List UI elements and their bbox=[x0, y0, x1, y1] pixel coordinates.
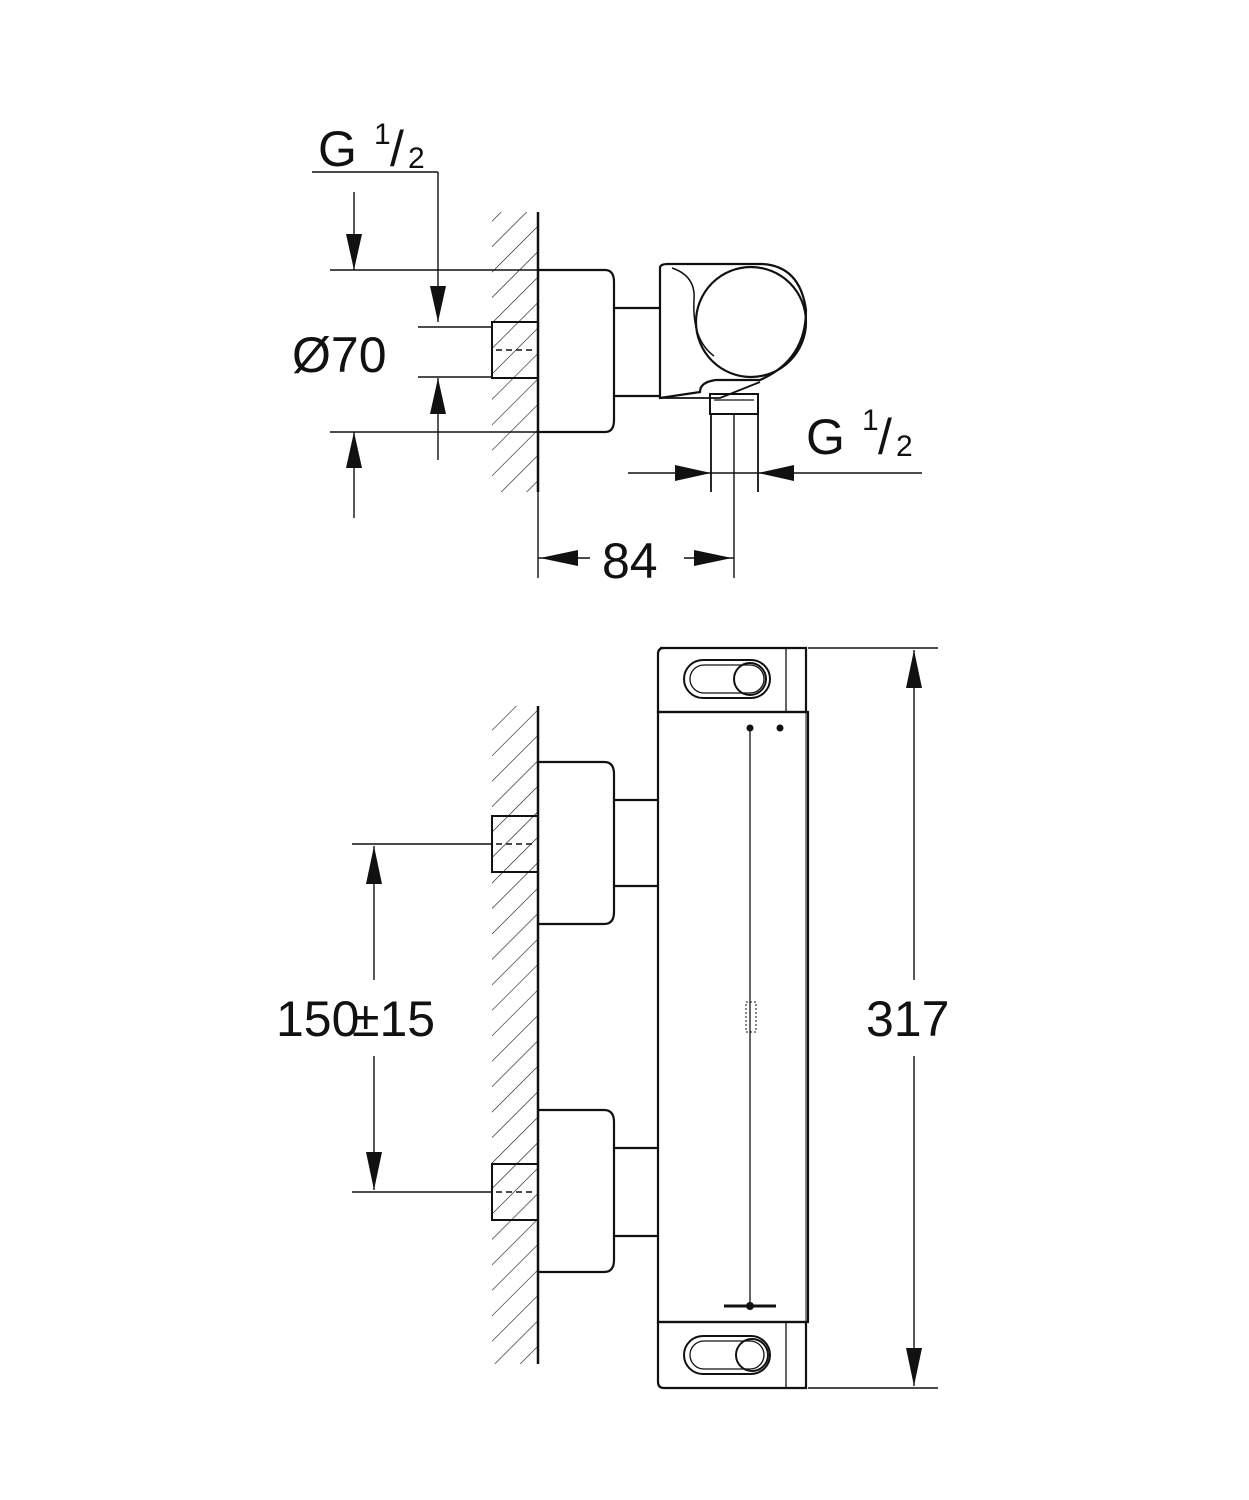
depth-arrow-right bbox=[694, 550, 732, 566]
g-right-slash: / bbox=[878, 409, 892, 465]
scale-dot-top-1 bbox=[746, 724, 754, 732]
thermostat-body bbox=[656, 710, 810, 1324]
depth-arrow-left bbox=[540, 550, 578, 566]
scale-dot-top-2 bbox=[776, 724, 784, 732]
top-handle-knob bbox=[733, 662, 767, 696]
bottom-handle-grip-inner bbox=[689, 1340, 765, 1370]
g-right-arrow-right bbox=[758, 465, 794, 481]
connecting-body-upper bbox=[614, 798, 658, 888]
g-left-num: 1 bbox=[374, 118, 391, 151]
valve-body-side bbox=[658, 262, 808, 400]
center-distance-label: 150 bbox=[276, 991, 359, 1047]
height-arrow-up bbox=[906, 650, 922, 688]
center-arrow-up bbox=[366, 846, 382, 884]
top-handle-grip-inner bbox=[689, 664, 765, 694]
height-arrow-down bbox=[906, 1348, 922, 1386]
front-view: 150 ±15 317 bbox=[276, 646, 949, 1390]
body-lower-edge bbox=[660, 381, 761, 399]
dia-arrow-up bbox=[430, 378, 446, 414]
g-left-den: 2 bbox=[408, 142, 425, 175]
rosette-arrow-up bbox=[346, 432, 362, 468]
rosette-upper bbox=[538, 760, 616, 926]
g-right-num: 1 bbox=[862, 404, 879, 437]
g-left-arrow bbox=[430, 286, 446, 322]
center-arrow-down bbox=[366, 1152, 382, 1190]
handle-circle-side bbox=[694, 265, 808, 379]
g-right-den: 2 bbox=[896, 430, 913, 463]
connecting-body-lower bbox=[614, 1146, 658, 1238]
g-right-arrow-left bbox=[675, 465, 711, 481]
outlet-nut bbox=[709, 393, 759, 415]
g-left-slash: / bbox=[390, 121, 404, 177]
top-handle-grip bbox=[683, 659, 771, 699]
rosette-arrow-down bbox=[346, 234, 362, 270]
bottom-handle-grip bbox=[683, 1335, 771, 1375]
rosette-top bbox=[538, 268, 616, 434]
brand-logo-mark bbox=[745, 1001, 757, 1033]
connecting-body-top bbox=[614, 306, 660, 398]
g-left-letter: G bbox=[318, 121, 357, 177]
top-handle bbox=[656, 646, 808, 714]
side-view: G 1 / 2 Ø70 G 1 / 2 84 bbox=[292, 118, 922, 589]
bottom-handle-knob bbox=[735, 1338, 769, 1372]
valve-body-contour bbox=[671, 267, 715, 357]
diameter-label: Ø70 bbox=[292, 327, 387, 383]
wall-hatch-top bbox=[492, 212, 538, 492]
depth-label: 84 bbox=[602, 533, 658, 589]
center-tolerance-label: ±15 bbox=[352, 991, 435, 1047]
wall-hatch-front bbox=[492, 706, 538, 1364]
rosette-lower bbox=[538, 1108, 616, 1274]
bottom-handle bbox=[656, 1320, 808, 1390]
g-right-letter: G bbox=[806, 409, 845, 465]
connector-nut-top bbox=[491, 321, 539, 379]
height-label: 317 bbox=[866, 991, 949, 1047]
